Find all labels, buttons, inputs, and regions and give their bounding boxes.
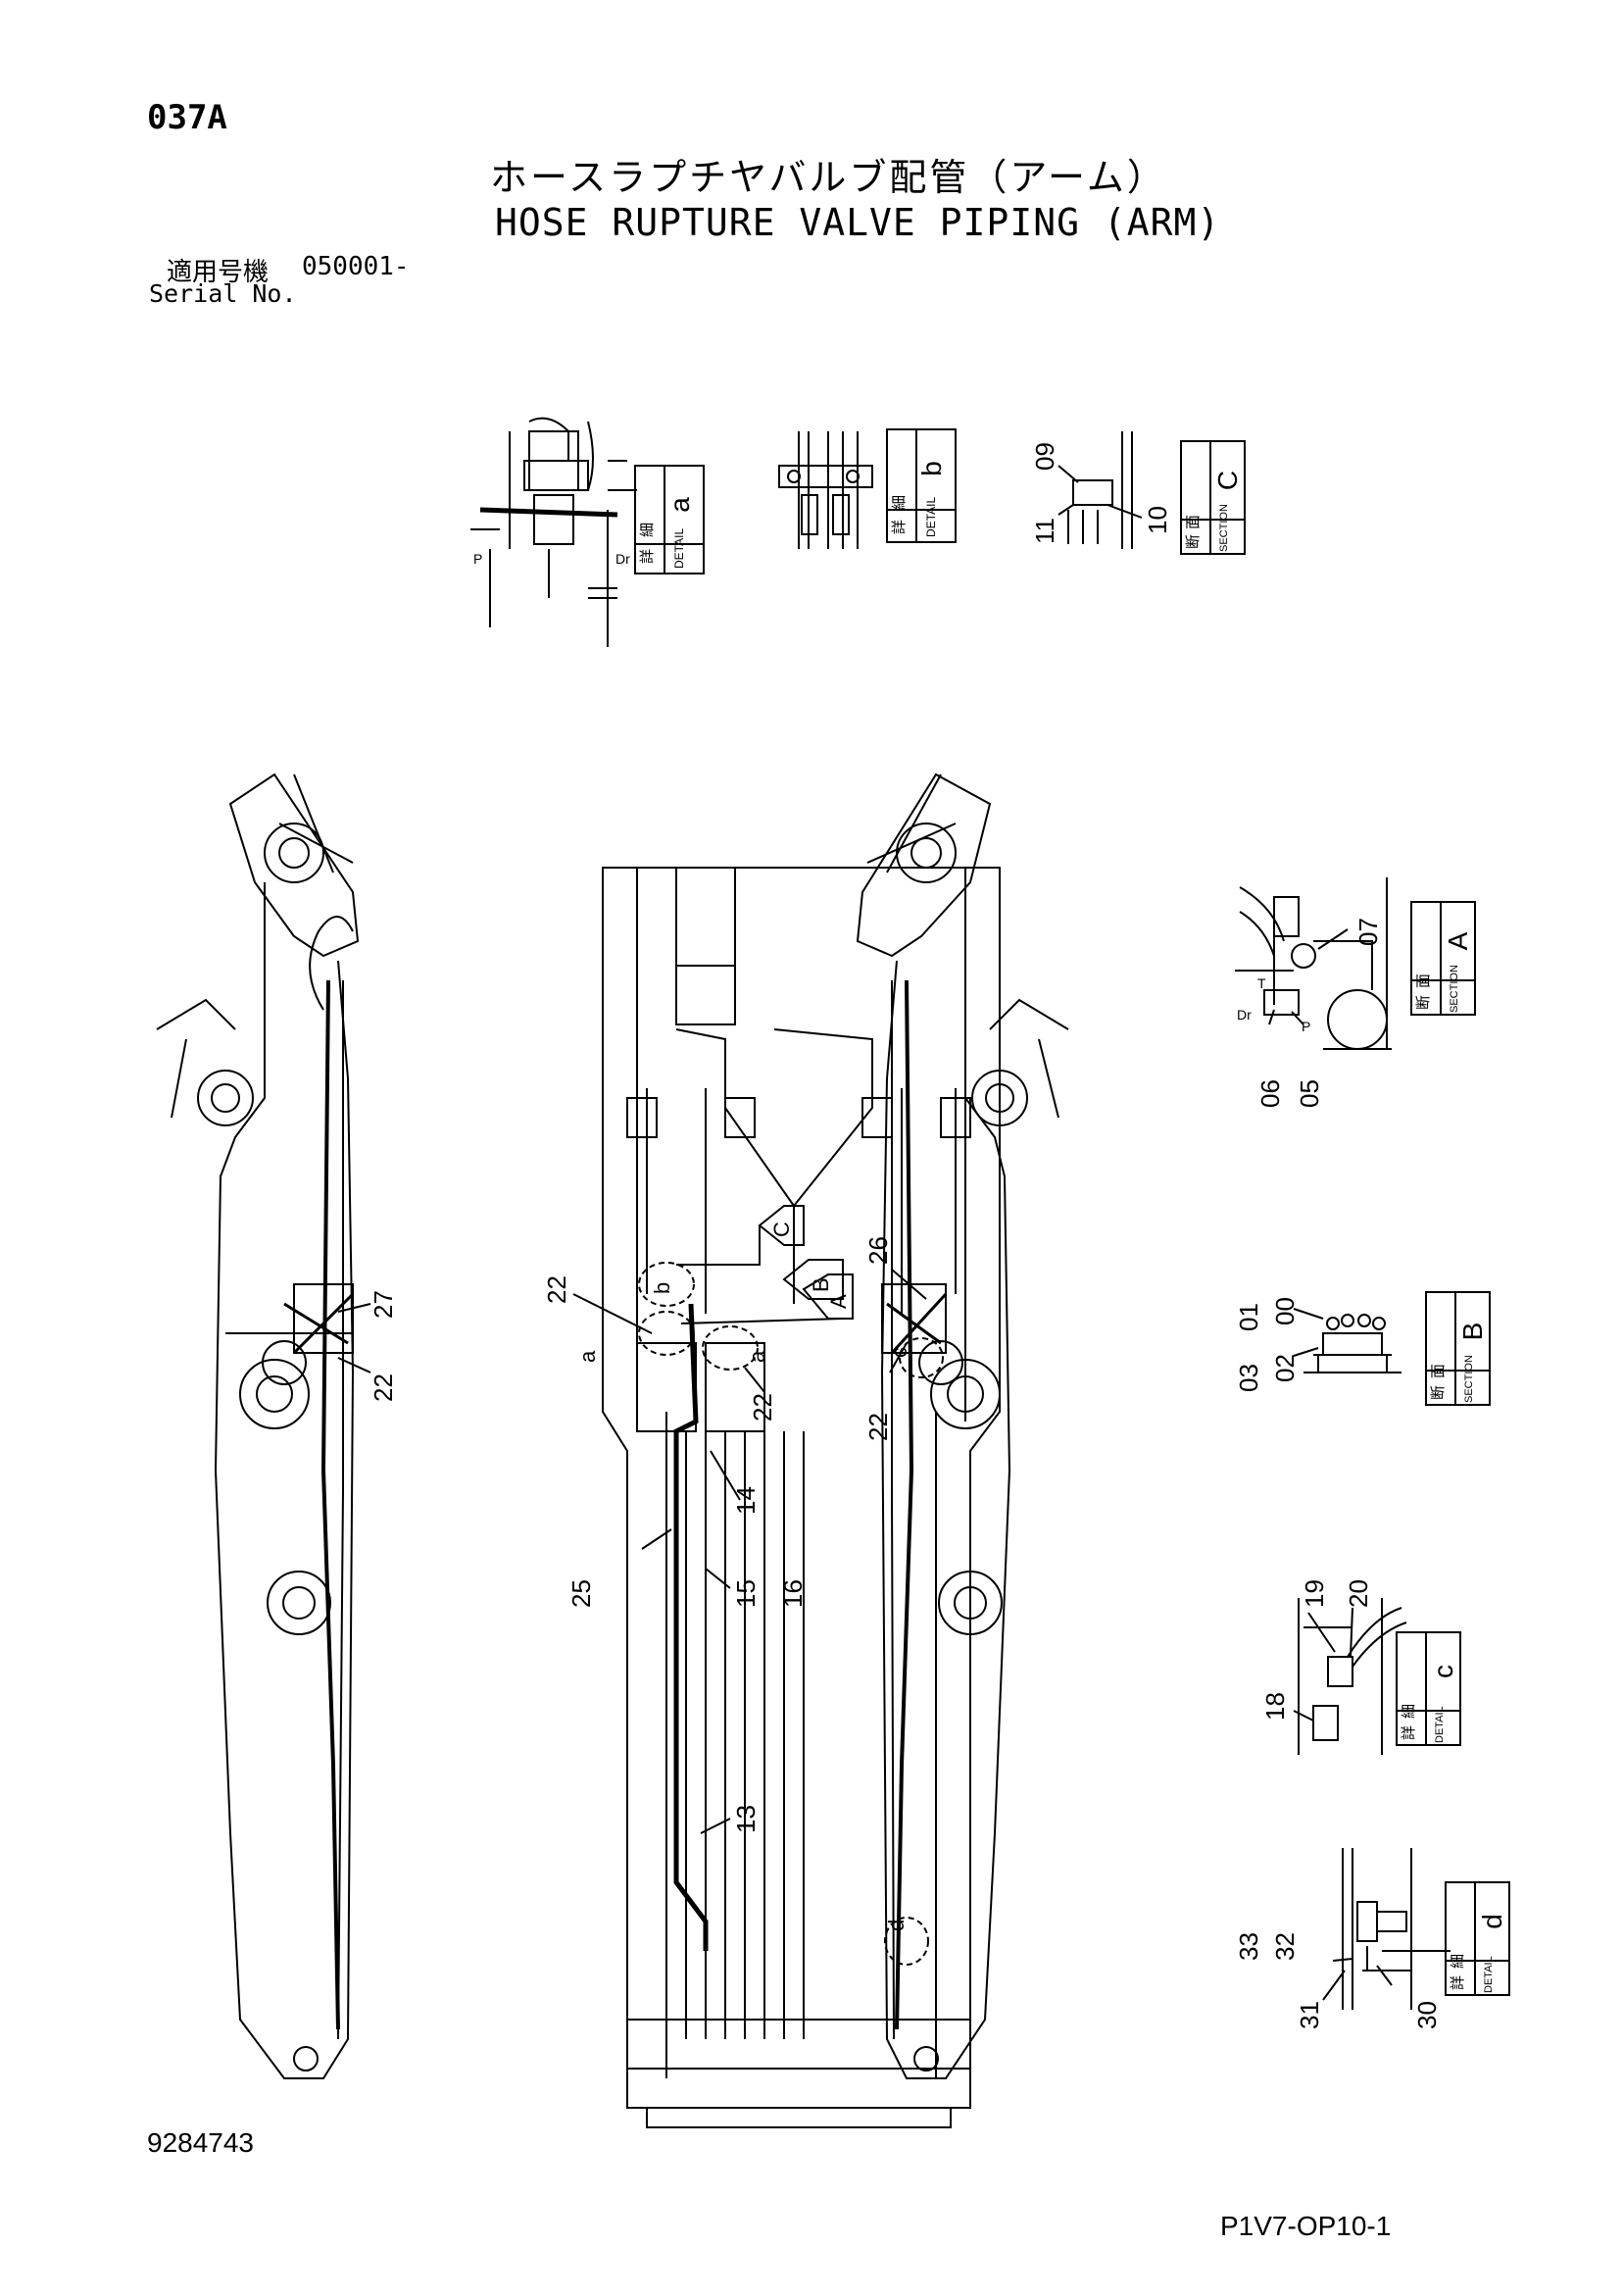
- left-view-callouts: 27 22: [337, 1290, 398, 1402]
- right-view-callouts: 26 22 c d: [863, 1236, 927, 1931]
- section-c-jp2: 面: [1185, 515, 1202, 529]
- section-a-label-box: A 断 面 SECTION: [1410, 901, 1476, 1016]
- detail-b-jp1: 詳: [891, 520, 908, 534]
- detail-a-jp1: 詳: [639, 549, 656, 564]
- left-callout-27: 27: [369, 1290, 398, 1319]
- detail-b-drawing: [778, 431, 873, 549]
- arm-left-view: [156, 773, 360, 2079]
- detail-b-letter: b: [916, 461, 947, 476]
- detail-d-label-box: d 詳 細 DETAIL: [1445, 1881, 1510, 1996]
- right-marker-d: d: [884, 1920, 909, 1931]
- detail-c-part-19: 19: [1300, 1579, 1329, 1608]
- section-b-en: SECTION: [1463, 1355, 1475, 1403]
- right-callout-22: 22: [863, 1413, 893, 1441]
- center-view-callouts: 22 22 14 25 15 16 13 a a b C B A: [542, 1222, 851, 1834]
- center-marker-c: C: [769, 1222, 794, 1237]
- detail-c-drawing: 19 20 18: [1260, 1579, 1407, 1755]
- detail-b-label-box: b 詳 細 DETAIL: [886, 428, 957, 543]
- section-c-en: SECTION: [1218, 504, 1230, 552]
- section-b-part-00: 00: [1270, 1297, 1300, 1325]
- section-c-part-09: 09: [1030, 442, 1059, 471]
- center-callout-22a: 22: [542, 1275, 571, 1304]
- detail-b-en: DETAIL: [924, 497, 938, 537]
- detail-c-jp1: 詳: [1401, 1725, 1417, 1740]
- section-a-port-p: P: [1302, 1019, 1310, 1034]
- section-a-jp2: 面: [1415, 973, 1432, 988]
- section-b-part-01: 01: [1234, 1303, 1263, 1331]
- detail-d-part-31: 31: [1295, 2001, 1324, 2029]
- section-c-part-11: 11: [1030, 518, 1059, 544]
- detail-c-part-18: 18: [1260, 1692, 1290, 1721]
- section-b-part-02: 02: [1270, 1354, 1300, 1382]
- detail-d-jp2: 細: [1450, 1954, 1466, 1969]
- center-marker-b: b: [650, 1282, 674, 1294]
- detail-a-drawing: P Dr: [470, 417, 637, 647]
- detail-d-en: DETAIL: [1483, 1956, 1495, 1993]
- section-b-jp2: 面: [1430, 1364, 1447, 1378]
- center-marker-a-left: a: [575, 1350, 600, 1363]
- detail-c-label-box: c 詳 細 DETAIL: [1396, 1631, 1461, 1746]
- detail-a-jp2: 細: [639, 523, 656, 537]
- center-callout-22b: 22: [748, 1393, 777, 1422]
- detail-c-part-20: 20: [1344, 1579, 1373, 1608]
- section-a-part-07: 07: [1353, 918, 1383, 946]
- page-code: 037A: [147, 98, 227, 137]
- right-callout-26: 26: [863, 1236, 893, 1265]
- serial-label-japanese: 適用号機: [167, 258, 270, 287]
- center-marker-a-right: a: [745, 1350, 769, 1363]
- section-b-letter: B: [1457, 1323, 1488, 1341]
- reference-code: P1V7-OP10-1: [1220, 2211, 1392, 2241]
- detail-c-jp2: 細: [1401, 1704, 1417, 1719]
- detail-a-en: DETAIL: [672, 528, 686, 569]
- arm-center-view: [602, 867, 1001, 2128]
- detail-b-jp2: 細: [891, 495, 908, 510]
- section-a-jp1: 断: [1415, 995, 1432, 1010]
- section-c-part-10: 10: [1143, 506, 1172, 534]
- section-a-letter: A: [1443, 931, 1473, 950]
- right-marker-c: c: [887, 1347, 911, 1358]
- center-marker-b-upper: B: [809, 1277, 833, 1292]
- arm-right-view: [856, 773, 1069, 2079]
- center-marker-a-upper: A: [826, 1294, 851, 1309]
- center-callout-25: 25: [566, 1579, 596, 1608]
- document-number: 9284743: [147, 2127, 255, 2158]
- detail-a-port-p: P: [473, 551, 482, 567]
- center-callout-14: 14: [731, 1486, 761, 1515]
- section-c-drawing: 09 11 10: [1030, 431, 1172, 549]
- center-callout-15: 15: [731, 1579, 761, 1608]
- detail-d-part-30: 30: [1412, 2001, 1442, 2029]
- section-c-label-box: C 断 面 SECTION: [1180, 440, 1246, 555]
- detail-d-part-33: 33: [1234, 1932, 1263, 1961]
- section-b-drawing: 03 01 00 02: [1234, 1297, 1402, 1392]
- detail-d-part-32: 32: [1270, 1932, 1300, 1961]
- detail-c-letter: c: [1428, 1665, 1458, 1678]
- section-b-label-box: B 断 面 SECTION: [1425, 1291, 1491, 1406]
- section-a-en: SECTION: [1449, 965, 1460, 1013]
- section-a-part-05: 05: [1295, 1079, 1324, 1108]
- detail-d-drawing: 33 32 31 30: [1234, 1848, 1451, 2029]
- section-a-drawing: T Dr P 07 06 05: [1235, 877, 1392, 1108]
- section-c-jp1: 断: [1185, 534, 1202, 549]
- detail-d-jp1: 詳: [1450, 1975, 1466, 1990]
- section-c-letter: C: [1212, 471, 1243, 490]
- detail-d-letter: d: [1477, 1914, 1507, 1929]
- section-a-port-dr: Dr: [1237, 1007, 1252, 1023]
- section-a-port-t: T: [1257, 975, 1266, 991]
- detail-a-port-dr: Dr: [615, 551, 630, 567]
- serial-number-value: 050001-: [302, 252, 410, 281]
- left-callout-22: 22: [369, 1373, 398, 1402]
- detail-c-en: DETAIL: [1434, 1706, 1446, 1743]
- center-callout-16: 16: [778, 1579, 808, 1608]
- center-callout-13: 13: [731, 1805, 761, 1833]
- detail-a-letter: a: [664, 497, 695, 513]
- section-a-part-06: 06: [1255, 1079, 1285, 1108]
- section-b-jp1: 断: [1430, 1385, 1447, 1400]
- serial-label-english: Serial No.: [149, 279, 297, 308]
- title-japanese: ホースラプチヤバルブ配管（アーム）: [490, 156, 1167, 199]
- section-b-part-03: 03: [1234, 1364, 1263, 1392]
- title-english: HOSE RUPTURE VALVE PIPING (ARM): [495, 201, 1221, 244]
- detail-a-label-box: a 詳 細 DETAIL: [634, 465, 705, 574]
